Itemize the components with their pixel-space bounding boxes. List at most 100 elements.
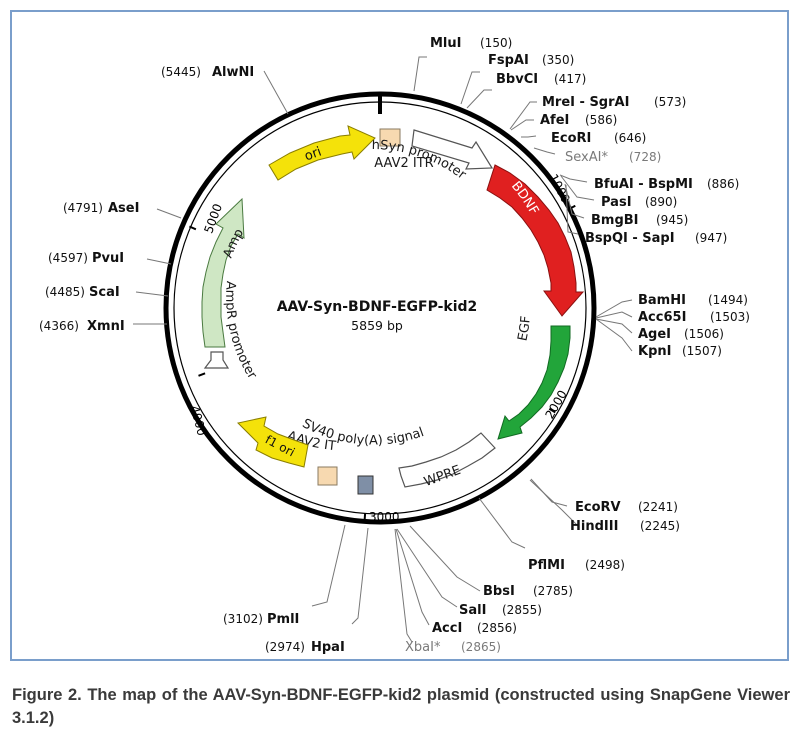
tick-1000: 1000 <box>546 172 576 210</box>
svg-text:5859 bp: 5859 bp <box>351 318 403 333</box>
site-bbsi: BbsI (2785) <box>483 584 573 599</box>
feature-egfp: EGFP <box>0 0 571 440</box>
svg-text:KpnI: KpnI <box>638 344 671 359</box>
feature-polya <box>357 475 374 495</box>
svg-text:(417): (417) <box>554 72 586 86</box>
svg-text:(1494): (1494) <box>708 293 748 307</box>
site-xmni: XmnI (4366) <box>39 319 125 334</box>
site-xbai: XbaI* (2865) <box>405 640 501 655</box>
svg-text:AlwNI: AlwNI <box>212 65 254 80</box>
svg-text:(2498): (2498) <box>585 558 625 572</box>
svg-text:(2974): (2974) <box>265 640 305 654</box>
site-ecori: EcoRI (646) <box>551 131 646 146</box>
svg-text:ScaI: ScaI <box>89 285 120 300</box>
svg-text:PmlI: PmlI <box>267 612 299 627</box>
site-bamhi: BamHI (1494) <box>638 293 748 308</box>
plasmid-map: 1000 2000 3000 4000 5000 AAV2 ITR hSyn p… <box>0 0 750 655</box>
backbone <box>163 91 597 525</box>
site-sexai: SexAI* (728) <box>565 150 661 165</box>
svg-text:(1503): (1503) <box>710 310 750 324</box>
svg-text:SalI: SalI <box>459 603 486 618</box>
svg-text:(573): (573) <box>654 95 686 109</box>
svg-text:AccI: AccI <box>432 621 462 636</box>
svg-text:(2855): (2855) <box>502 603 542 617</box>
site-acci: AccI(2856) <box>432 621 517 636</box>
svg-text:EcoRI: EcoRI <box>551 131 591 146</box>
site-pmli: PmlI (3102) <box>223 612 299 627</box>
svg-text:BspQI - SapI: BspQI - SapI <box>585 231 675 246</box>
site-afei: AfeI (586) <box>540 113 617 128</box>
svg-text:(2241): (2241) <box>638 500 678 514</box>
svg-text:HpaI: HpaI <box>311 640 345 655</box>
site-acc65i: Acc65I (1503) <box>638 310 750 325</box>
site-pvui: PvuI (4597) <box>48 251 124 266</box>
svg-text:(945): (945) <box>656 213 688 227</box>
svg-text:BbsI: BbsI <box>483 584 515 599</box>
svg-text:FspAI: FspAI <box>488 53 529 68</box>
svg-text:(1506): (1506) <box>684 327 724 341</box>
svg-text:MreI - SgrAI: MreI - SgrAI <box>542 95 629 110</box>
svg-text:XmnI: XmnI <box>87 319 125 334</box>
svg-text:(1507): (1507) <box>682 344 722 358</box>
svg-text:(2245): (2245) <box>640 519 680 533</box>
svg-text:(4597): (4597) <box>48 251 88 265</box>
svg-text:PvuI: PvuI <box>92 251 124 266</box>
svg-text:(2865): (2865) <box>461 640 501 654</box>
site-agei: AgeI (1506) <box>638 327 724 342</box>
svg-text:(2785): (2785) <box>533 584 573 598</box>
site-asei: AseI (4791) <box>63 201 139 216</box>
site-bfuai-bspmi: BfuAI - BspMI (886) <box>594 177 739 192</box>
site-bbvci: BbvCI (417) <box>496 72 586 87</box>
svg-text:PasI: PasI <box>601 195 632 210</box>
svg-text:EcoRV: EcoRV <box>575 500 621 515</box>
svg-text:XbaI*: XbaI* <box>405 640 441 655</box>
svg-text:3000: 3000 <box>369 510 400 524</box>
svg-text:MluI: MluI <box>430 36 461 51</box>
svg-text:AseI: AseI <box>108 201 139 216</box>
svg-text:(4791): (4791) <box>63 201 103 215</box>
site-bmgbi: BmgBI (945) <box>591 213 688 228</box>
svg-text:(947): (947) <box>695 231 727 245</box>
site-pflmi: PflMI (2498) <box>528 558 625 573</box>
tick-3000: 3000 <box>363 510 400 524</box>
site-bspqi-sapi: BspQI - SapI (947) <box>585 231 727 246</box>
svg-text:(886): (886) <box>707 177 739 191</box>
site-sali: SalI (2855) <box>459 603 542 618</box>
svg-text:ori: ori <box>303 145 324 165</box>
svg-text:BbvCI: BbvCI <box>496 72 538 87</box>
feature-ori: ori <box>268 125 376 181</box>
svg-text:AAV-Syn-BDNF-EGFP-kid2: AAV-Syn-BDNF-EGFP-kid2 <box>277 299 478 315</box>
svg-text:Acc65I: Acc65I <box>638 310 686 325</box>
figure-caption: Figure 2. The map of the AAV-Syn-BDNF-EG… <box>12 686 790 727</box>
svg-text:BmgBI: BmgBI <box>591 213 639 228</box>
svg-text:(150): (150) <box>480 36 512 50</box>
svg-text:(586): (586) <box>585 113 617 127</box>
svg-text:AAV2 ITR: AAV2 ITR <box>374 156 433 171</box>
figure-frame: 1000 2000 3000 4000 5000 AAV2 ITR hSyn p… <box>0 0 789 661</box>
site-kpni: KpnI (1507) <box>638 344 722 359</box>
feature-aav2-itr-top: AAV2 ITR <box>374 128 434 171</box>
svg-text:(350): (350) <box>542 53 574 67</box>
svg-text:AfeI: AfeI <box>540 113 569 128</box>
svg-text:(728): (728) <box>629 150 661 164</box>
svg-text:AgeI: AgeI <box>638 327 671 342</box>
svg-text:(646): (646) <box>614 131 646 145</box>
svg-text:SexAI*: SexAI* <box>565 150 608 165</box>
svg-text:BfuAI - BspMI: BfuAI - BspMI <box>594 177 693 192</box>
plasmid-title: AAV-Syn-BDNF-EGFP-kid2 5859 bp <box>277 299 478 333</box>
svg-text:(3102): (3102) <box>223 612 263 626</box>
site-mrei-sgrai: MreI - SgrAI (573) <box>542 95 686 110</box>
site-fspai: FspAI (350) <box>488 53 574 68</box>
svg-text:(4485): (4485) <box>45 285 85 299</box>
site-ecorv: EcoRV (2241) <box>575 500 678 515</box>
feature-bdnf: BDNF <box>486 164 585 317</box>
svg-text:(4366): (4366) <box>39 319 79 333</box>
site-scai: ScaI (4485) <box>45 285 120 300</box>
feature-f1-ori: f1 ori <box>236 416 309 468</box>
site-mlui: MluI (150) <box>430 36 512 51</box>
svg-text:4000: 4000 <box>187 404 208 437</box>
svg-text:BamHI: BamHI <box>638 293 686 308</box>
site-leaders <box>133 56 633 643</box>
site-hindiii: HindIII(2245) <box>570 519 680 534</box>
svg-text:PflMI: PflMI <box>528 558 565 573</box>
